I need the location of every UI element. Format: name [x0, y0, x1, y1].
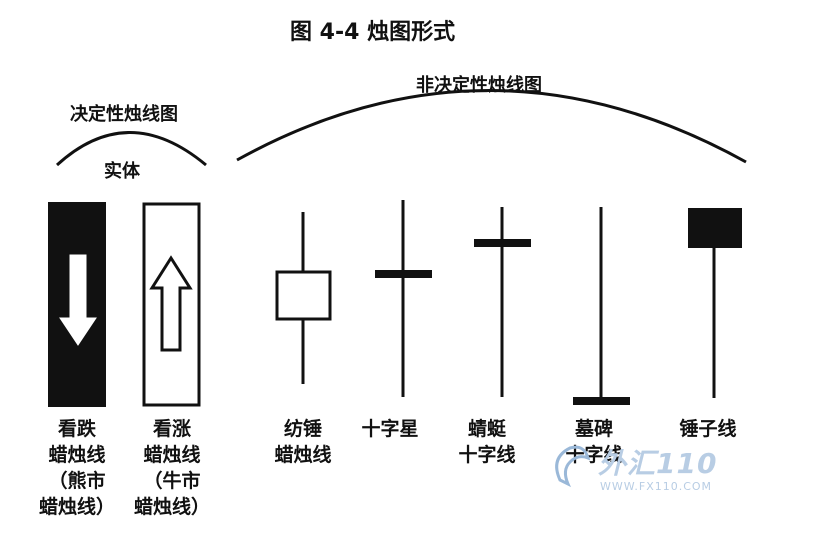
nondecisive-group-arc	[236, 89, 747, 164]
figure-title: 图 4-4 烛图形式	[290, 20, 456, 45]
hammer-label: 锤子线	[679, 418, 737, 440]
decisive-group-arc	[55, 131, 207, 167]
spinning-top-candle	[275, 212, 332, 384]
spinning-top-label: 纺锤 蜡烛线	[274, 418, 332, 466]
dragonfly-doji-label: 蜻蜓 十字线	[458, 418, 516, 466]
gravestone-doji-label: 墓碑 十字线	[565, 418, 623, 466]
up-arrow-icon	[149, 255, 193, 352]
hammer-candle	[688, 208, 742, 398]
body-label: 实体	[104, 161, 140, 182]
bearish-candle-label: 看跌 蜡烛线 （熊市 蜡烛线）	[38, 418, 115, 518]
leaf-logo-icon	[555, 445, 591, 488]
dragonfly-doji-candle	[474, 207, 531, 397]
doji-label: 十字星	[361, 418, 419, 440]
down-arrow-icon	[59, 254, 97, 346]
watermark-brand: 外汇110	[598, 447, 718, 480]
decisive-group-label: 决定性烛线图	[70, 104, 178, 125]
bullish-candle-label: 看涨 蜡烛线 （牛市 蜡烛线）	[133, 418, 210, 518]
watermark-url: WWW.FX110.COM	[600, 480, 713, 493]
gravestone-doji-candle	[573, 207, 630, 405]
doji-candle	[375, 200, 432, 397]
bullish-candle	[142, 202, 201, 407]
bearish-candle	[48, 202, 106, 407]
watermark: 外汇110 WWW.FX110.COM	[548, 440, 748, 500]
